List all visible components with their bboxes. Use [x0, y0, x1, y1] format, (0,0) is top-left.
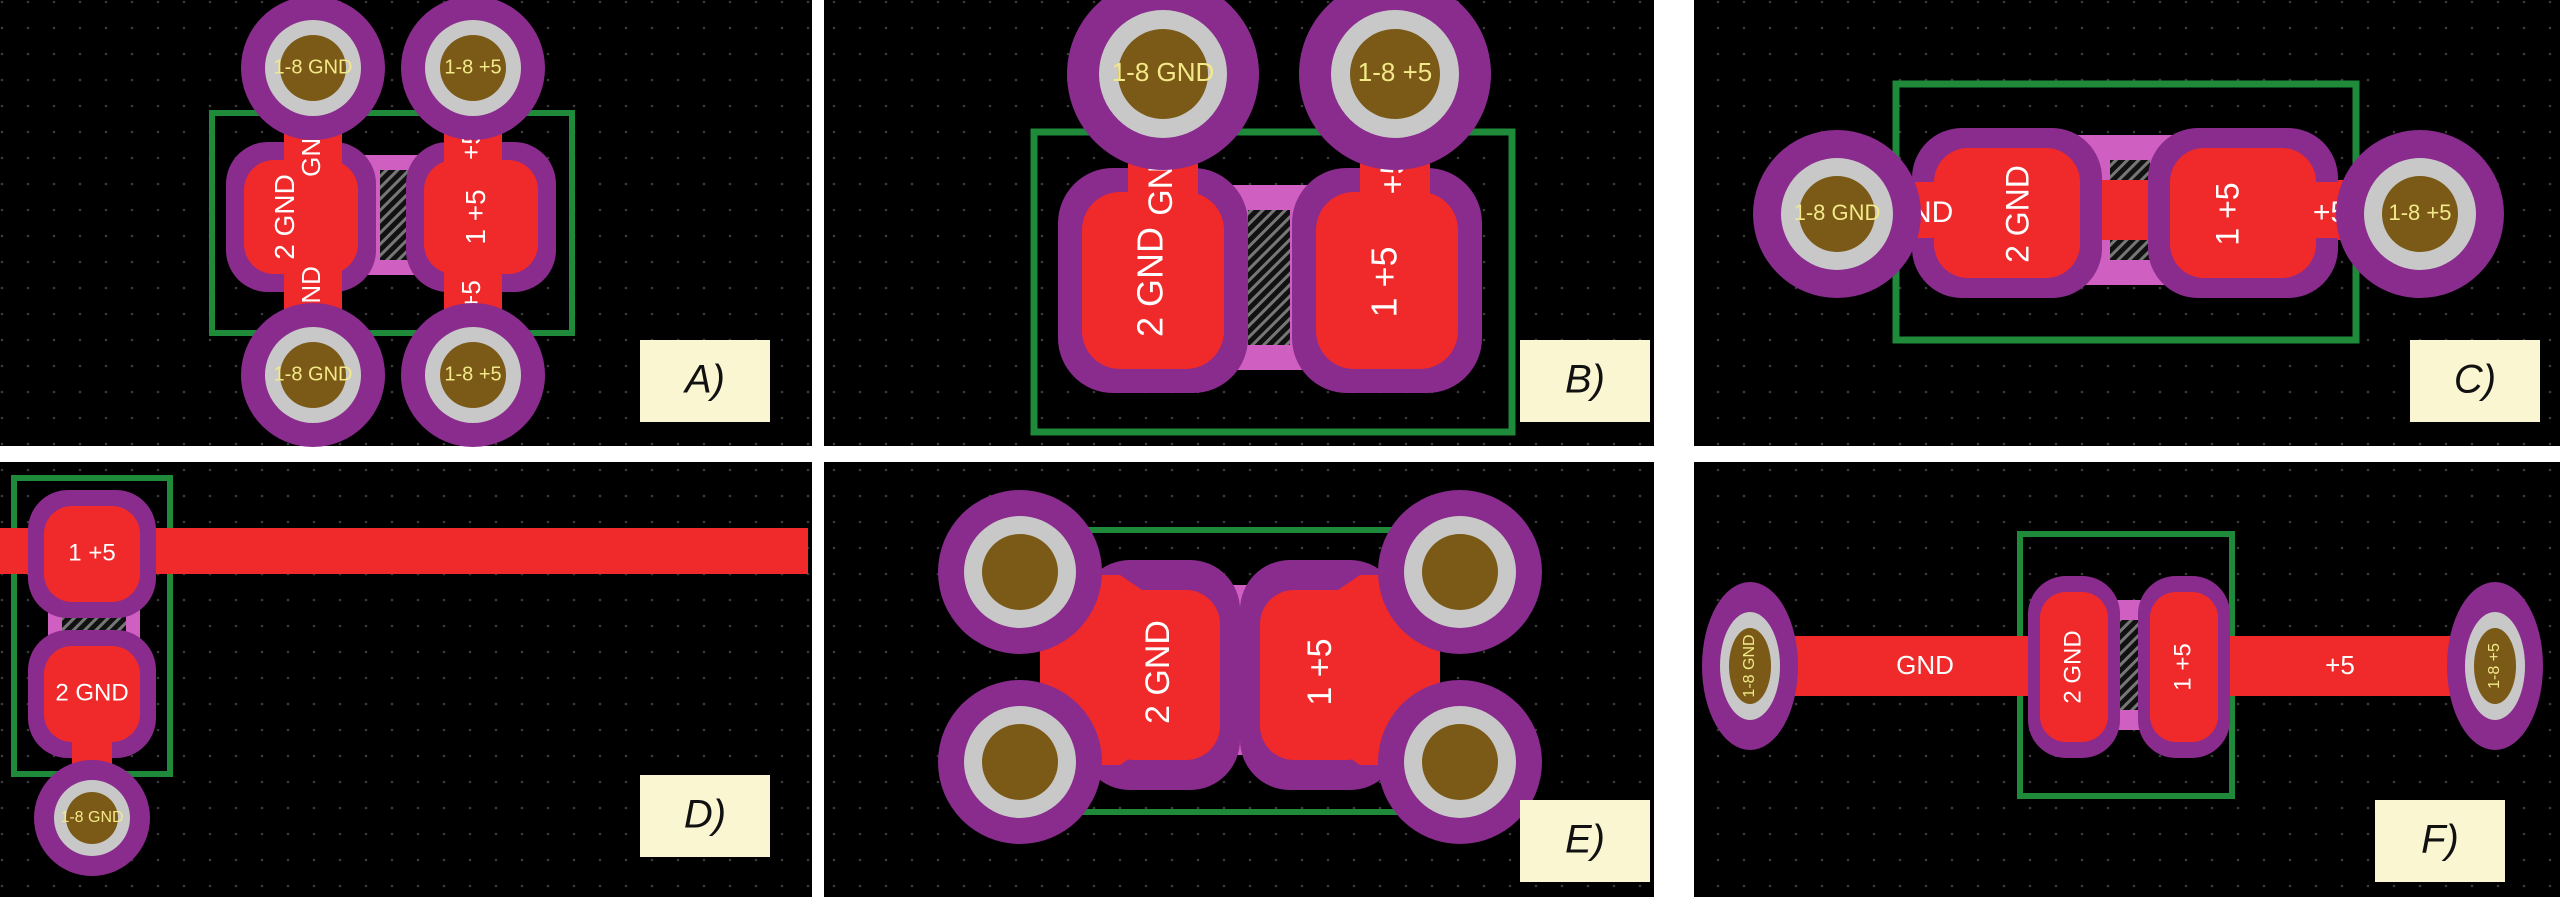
- hatch-gap: [1248, 210, 1290, 345]
- via-bottom-left: [938, 680, 1102, 844]
- p5-pad: [2150, 592, 2218, 742]
- p5-pad-label: 1 +5: [68, 539, 115, 566]
- gnd-pad: [1082, 192, 1224, 369]
- via-top-right: [1378, 490, 1542, 654]
- panel-tag: B): [1565, 358, 1605, 402]
- p5-pad-label: 1 +5: [460, 189, 491, 244]
- via-p5-top: 1-8 +5: [401, 0, 545, 140]
- silkscreen-outline: [1030, 128, 1516, 436]
- gnd-pad-label: 2 GND: [1999, 165, 2035, 263]
- panel-a: 2 GND 1 +5 GND GND +5 +5 1-8 GND 1-8 +5 …: [0, 0, 812, 447]
- svg-text:1-8 GND: 1-8 GND: [1112, 57, 1215, 87]
- svg-text:1-8 GND: 1-8 GND: [274, 363, 353, 385]
- panel-tag: E): [1565, 818, 1605, 862]
- gnd-pad-label: 2 GND: [1139, 620, 1177, 724]
- svg-text:1-8 +5: 1-8 +5: [444, 363, 501, 385]
- svg-text:1-8 +5: 1-8 +5: [444, 56, 501, 78]
- panel-tag: F): [2421, 818, 2459, 862]
- gnd-pad-label: 2 GND: [269, 174, 300, 260]
- via-top-left: [938, 490, 1102, 654]
- via-p5-bottom: 1-8 +5: [401, 303, 545, 447]
- p5-trace-label: +5: [2325, 650, 2355, 680]
- via-gnd: 1-8 GND: [1702, 582, 1798, 750]
- gnd-pad-label: 2 GND: [2059, 630, 2086, 703]
- svg-text:1-8 GND: 1-8 GND: [60, 809, 123, 826]
- panel-tag: C): [2454, 358, 2496, 402]
- panel-tag-box: [1520, 800, 1650, 882]
- gnd-pad: [1934, 148, 2080, 278]
- p5-pad-label: 1 +5: [2209, 182, 2245, 245]
- gnd-pad-label: 2 GND: [1130, 227, 1171, 337]
- panel-c: 2 GND 1 +5 GND +5 1-8 GND 1-8 +5 C): [1694, 0, 2560, 446]
- gnd-pad-label: 2 GND: [55, 679, 128, 706]
- via-bottom-right: [1378, 680, 1542, 844]
- panel-tag: D): [684, 793, 726, 837]
- p5-pad: [1316, 192, 1458, 369]
- via-p5: 1-8 +5: [2336, 130, 2504, 298]
- via-gnd: 1-8 GND: [1753, 130, 1921, 298]
- panel-tag: A): [683, 358, 725, 402]
- svg-text:1-8 GND: 1-8 GND: [1794, 200, 1881, 225]
- p5-pad-label: 1 +5: [1364, 246, 1405, 317]
- p5-pad: [44, 506, 140, 602]
- gnd-pad: [2040, 592, 2108, 742]
- p5-pad-label: 1 +5: [1301, 638, 1339, 705]
- svg-text:1-8 GND: 1-8 GND: [1741, 634, 1758, 697]
- panel-tag-box: [640, 340, 770, 422]
- p5-pad: [2170, 148, 2316, 278]
- via-gnd: 1-8 GND: [34, 760, 150, 876]
- svg-text:1-8 +5: 1-8 +5: [2486, 643, 2503, 689]
- via-gnd: 1-8 GND: [1067, 0, 1259, 170]
- p5-pad-label: 1 +5: [2169, 643, 2196, 690]
- p5-pad: [424, 160, 538, 274]
- via-p5: 1-8 +5: [2447, 582, 2543, 750]
- gnd-trace-label: GND: [1896, 650, 1954, 680]
- panel-b: 2 GND 1 +5 GND +5 1-8 GND 1-8 +5 B): [824, 0, 1654, 446]
- via-p5: 1-8 +5: [1299, 0, 1491, 170]
- via-gnd-bottom: 1-8 GND: [241, 303, 385, 447]
- svg-text:1-8 +5: 1-8 +5: [2389, 200, 2452, 225]
- panel-tag-box: [640, 775, 770, 857]
- panel-tag-box: [2410, 340, 2540, 422]
- via-gnd-top: 1-8 GND: [241, 0, 385, 140]
- svg-text:1-8 GND: 1-8 GND: [274, 56, 353, 78]
- panel-tag-box: [1520, 340, 1650, 422]
- panel-e: 2 GND 1 +5 E): [824, 462, 1654, 897]
- svg-text:1-8 +5: 1-8 +5: [1358, 57, 1432, 87]
- gnd-pad: [244, 160, 358, 274]
- panel-d: 1 +5 2 GND 1-8 GND D): [0, 462, 812, 897]
- gnd-pad: [44, 646, 140, 742]
- panel-tag-box: [2375, 800, 2505, 882]
- silkscreen-outline: [209, 110, 575, 336]
- panel-f: 2 GND 1 +5 GND +5 1-8 GND 1-8 +5 F): [1694, 462, 2560, 897]
